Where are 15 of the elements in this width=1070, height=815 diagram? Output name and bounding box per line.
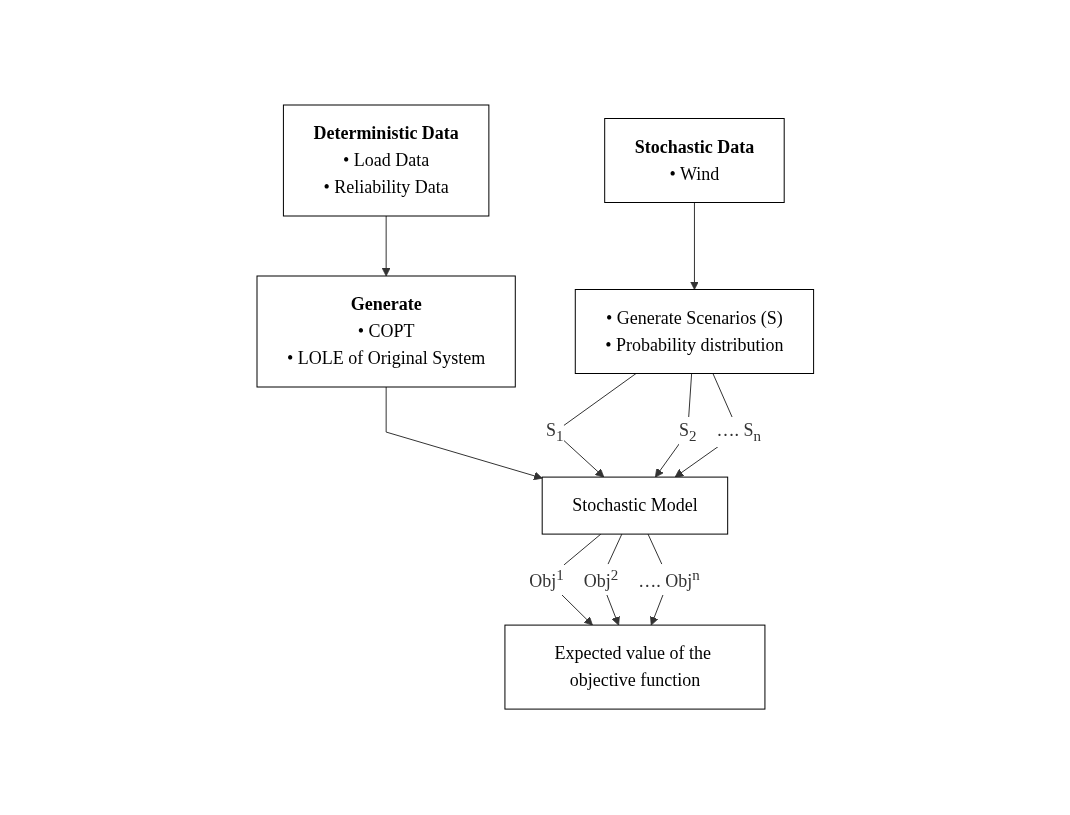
node-box: • Generate Scenarios (S) • Probability distribution [574, 289, 814, 375]
node-box: Stochastic Model [541, 477, 728, 536]
edge-label: Obj$^{1}$ [528, 567, 564, 592]
node-box: Expected value of the objective function [504, 625, 766, 711]
arrow [385, 386, 543, 481]
edge-label: …. S$_{n}$ [716, 420, 761, 445]
edge-label: S$_{2}$ [678, 420, 697, 445]
edge-label: Obj$^{2}$ [583, 567, 618, 592]
node-box: Deterministic Data • Load Data • Reliability Data [282, 104, 490, 217]
arrow [689, 202, 699, 291]
edge-label: …. Obj$^{n}$ [637, 567, 700, 592]
arrow [381, 215, 391, 277]
node-box: Stochastic Data • Wind [603, 118, 785, 204]
edge-label: S$_{1}$ [545, 420, 564, 445]
node-box: Generate • COPT • LOLE of Original System [256, 275, 516, 388]
